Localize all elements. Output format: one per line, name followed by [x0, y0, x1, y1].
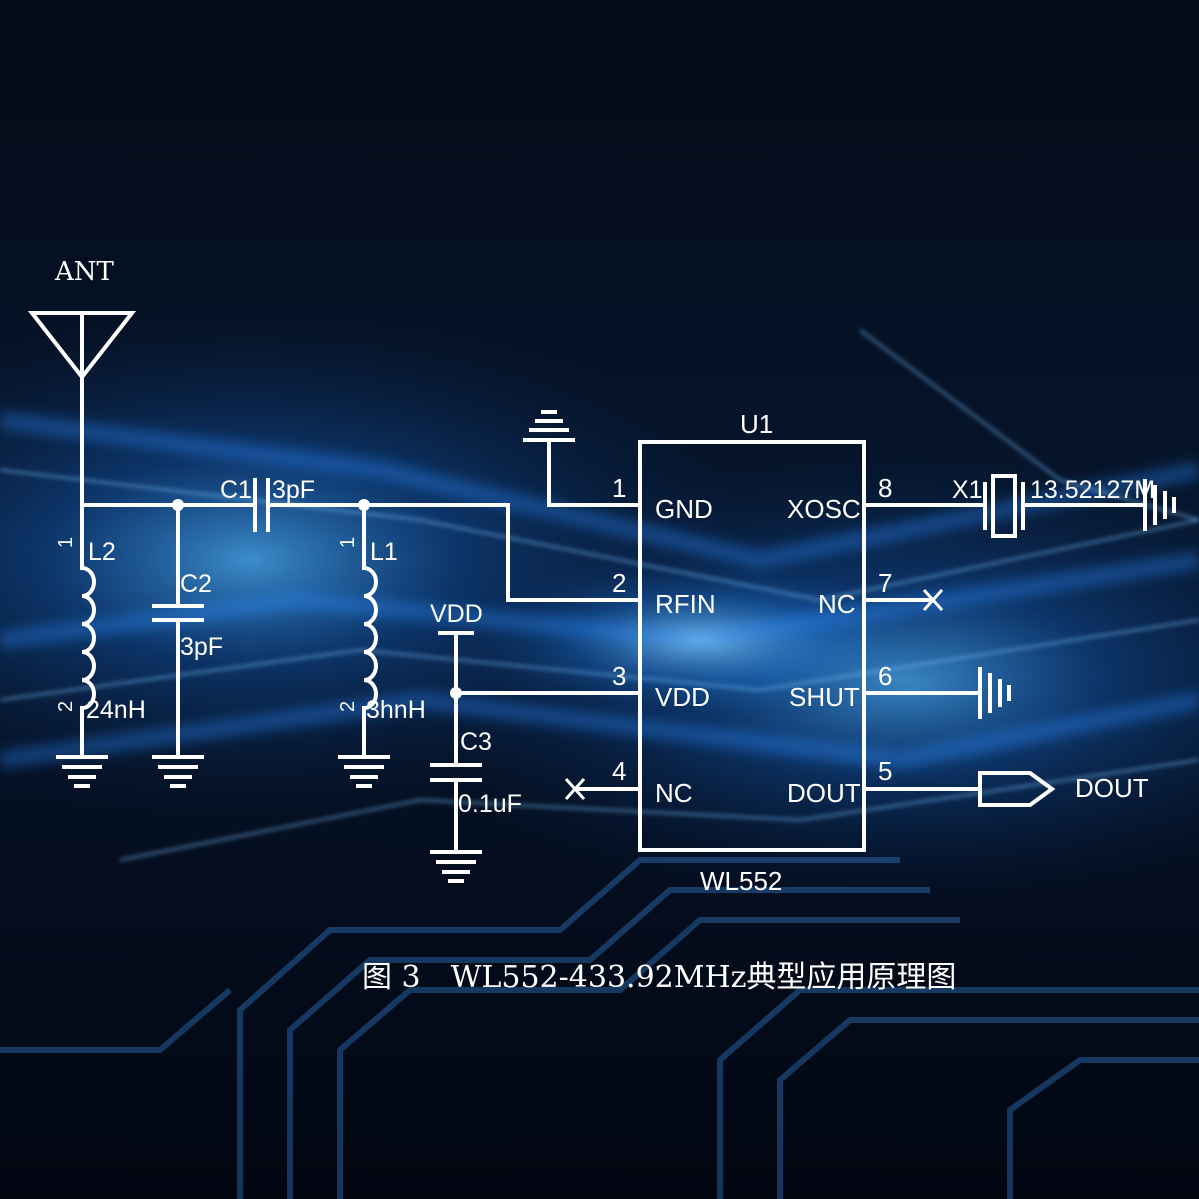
c1-value: 3pF	[272, 476, 315, 504]
pin-number: 7	[878, 568, 892, 598]
ground-icon	[523, 410, 642, 507]
output-label: DOUT	[1075, 773, 1149, 803]
ground-icon	[338, 755, 390, 788]
c3-ref: C3	[460, 728, 492, 756]
inductor-icon	[79, 503, 96, 757]
antenna-icon	[27, 311, 137, 381]
c2-ref: C2	[180, 570, 212, 598]
junction-dot	[450, 687, 462, 699]
chip-body	[638, 440, 866, 852]
pin-name-xosc: XOSC	[787, 494, 861, 524]
capacitor-icon	[152, 503, 204, 757]
vdd-label: VDD	[430, 600, 483, 628]
pin-number: 3	[612, 661, 626, 691]
pin-name-shut: SHUT	[789, 682, 860, 712]
l2-value: 24nH	[86, 696, 146, 724]
pin-name-gnd: GND	[655, 494, 713, 524]
l2-pin1: 1	[55, 537, 77, 548]
ground-icon	[862, 667, 1011, 719]
x1-value: 13.52127M	[1030, 476, 1155, 504]
l2-pin2: 2	[55, 701, 77, 712]
ground-icon	[430, 850, 482, 883]
x1-ref: X1	[952, 476, 983, 504]
l1-ref: L1	[370, 538, 398, 566]
crystal-icon	[862, 474, 1147, 538]
l1-pin1: 1	[337, 537, 359, 548]
pin-number: 1	[612, 473, 626, 503]
l1-value: 3hnH	[366, 696, 426, 724]
pin-name-vdd: VDD	[655, 682, 710, 712]
c3-value: 0.1uF	[458, 790, 522, 818]
chip-part: WL552	[700, 866, 782, 896]
pin-number: 4	[612, 756, 626, 786]
l1-pin2: 2	[337, 701, 359, 712]
pin-number: 5	[878, 756, 892, 786]
pin-number: 8	[878, 473, 892, 503]
capacitor-icon	[430, 763, 482, 852]
output-port-icon	[862, 771, 1056, 807]
pin-number: 2	[612, 568, 626, 598]
c1-ref: C1	[220, 476, 252, 504]
pin-name-nc-left: NC	[655, 778, 693, 808]
pin-number: 6	[878, 661, 892, 691]
ground-icon	[152, 755, 204, 788]
chip-ref: U1	[740, 409, 773, 439]
no-connect-icon	[564, 777, 642, 801]
c2-value: 3pF	[180, 633, 223, 661]
pin-name-rfin: RFIN	[655, 589, 716, 619]
capacitor-icon	[253, 478, 270, 532]
antenna-label: ANT	[54, 257, 115, 287]
ground-icon	[56, 755, 108, 788]
figure-caption: 图 3 WL552-433.92MHz典型应用原理图	[362, 960, 956, 995]
no-connect-icon	[862, 588, 944, 612]
pin-name-nc-right: NC	[818, 589, 856, 619]
rf-input-wires	[80, 375, 642, 602]
ground-icon	[1143, 479, 1176, 531]
pin-name-dout: DOUT	[787, 778, 861, 808]
l2-ref: L2	[88, 538, 116, 566]
inductor-icon	[361, 503, 378, 757]
